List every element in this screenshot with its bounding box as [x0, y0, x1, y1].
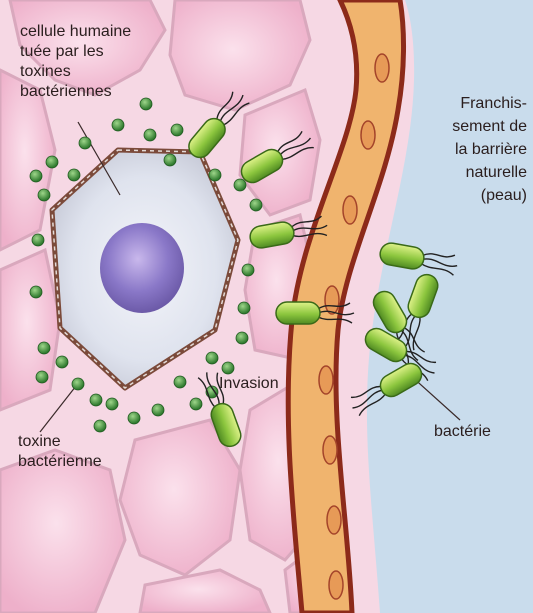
human-cell [0, 250, 60, 410]
toxin-droplet [90, 394, 102, 406]
toxin-droplet [144, 129, 156, 141]
toxin-droplet [222, 362, 234, 374]
label-toxin: toxine bactérienne [18, 432, 102, 472]
toxin-droplet [72, 378, 84, 390]
skin-cell-nucleus [361, 121, 375, 149]
toxin-droplet [30, 170, 42, 182]
skin-cell-nucleus [375, 54, 389, 82]
label-barrier-line: naturelle [452, 161, 527, 184]
toxin-droplet [206, 352, 218, 364]
toxin-droplet [38, 189, 50, 201]
human-cell [0, 450, 125, 613]
skin-cell-nucleus [343, 196, 357, 224]
skin-cell-nucleus [325, 286, 339, 314]
toxin-droplet [128, 412, 140, 424]
label-dead-cell-line: bactériennes [20, 82, 131, 102]
label-toxin-line: toxine [18, 432, 102, 452]
toxin-droplet [112, 119, 124, 131]
toxin-droplet [46, 156, 58, 168]
toxin-droplet [36, 371, 48, 383]
label-barrier-line: (peau) [452, 184, 527, 207]
toxin-droplet [238, 302, 250, 314]
toxin-droplet [30, 286, 42, 298]
label-bacterium: bactérie [434, 422, 491, 442]
skin-cell-nucleus [323, 436, 337, 464]
toxin-droplet [152, 404, 164, 416]
toxin-droplet [164, 154, 176, 166]
label-barrier: Franchis- sement de la barrière naturell… [452, 92, 527, 207]
toxin-droplet [56, 356, 68, 368]
label-barrier-line: Franchis- [452, 92, 527, 115]
toxin-droplet [68, 169, 80, 181]
toxin-droplet [32, 234, 44, 246]
label-barrier-line: la barrière [452, 138, 527, 161]
toxin-droplet [106, 398, 118, 410]
skin-cell-nucleus [327, 506, 341, 534]
label-toxin-line: bactérienne [18, 452, 102, 472]
label-invasion: Invasion [219, 374, 279, 394]
label-dead-cell-line: tuée par les [20, 42, 131, 62]
skin-cell-nucleus [329, 571, 343, 599]
toxin-droplet [242, 264, 254, 276]
label-barrier-line: sement de [452, 115, 527, 138]
toxin-droplet [79, 137, 91, 149]
toxin-droplet [250, 199, 262, 211]
toxin-droplet [236, 332, 248, 344]
skin-cell-nucleus [319, 366, 333, 394]
label-dead-cell: cellule humaine tuée par les toxines bac… [20, 22, 131, 102]
toxin-droplet [209, 169, 221, 181]
toxin-droplet [174, 376, 186, 388]
nucleus [100, 223, 184, 313]
toxin-droplet [94, 420, 106, 432]
toxin-droplet [234, 179, 246, 191]
toxin-droplet [190, 398, 202, 410]
label-dead-cell-line: cellule humaine [20, 22, 131, 42]
toxin-droplet [140, 98, 152, 110]
toxin-droplet [171, 124, 183, 136]
toxin-droplet [38, 342, 50, 354]
label-dead-cell-line: toxines [20, 62, 131, 82]
